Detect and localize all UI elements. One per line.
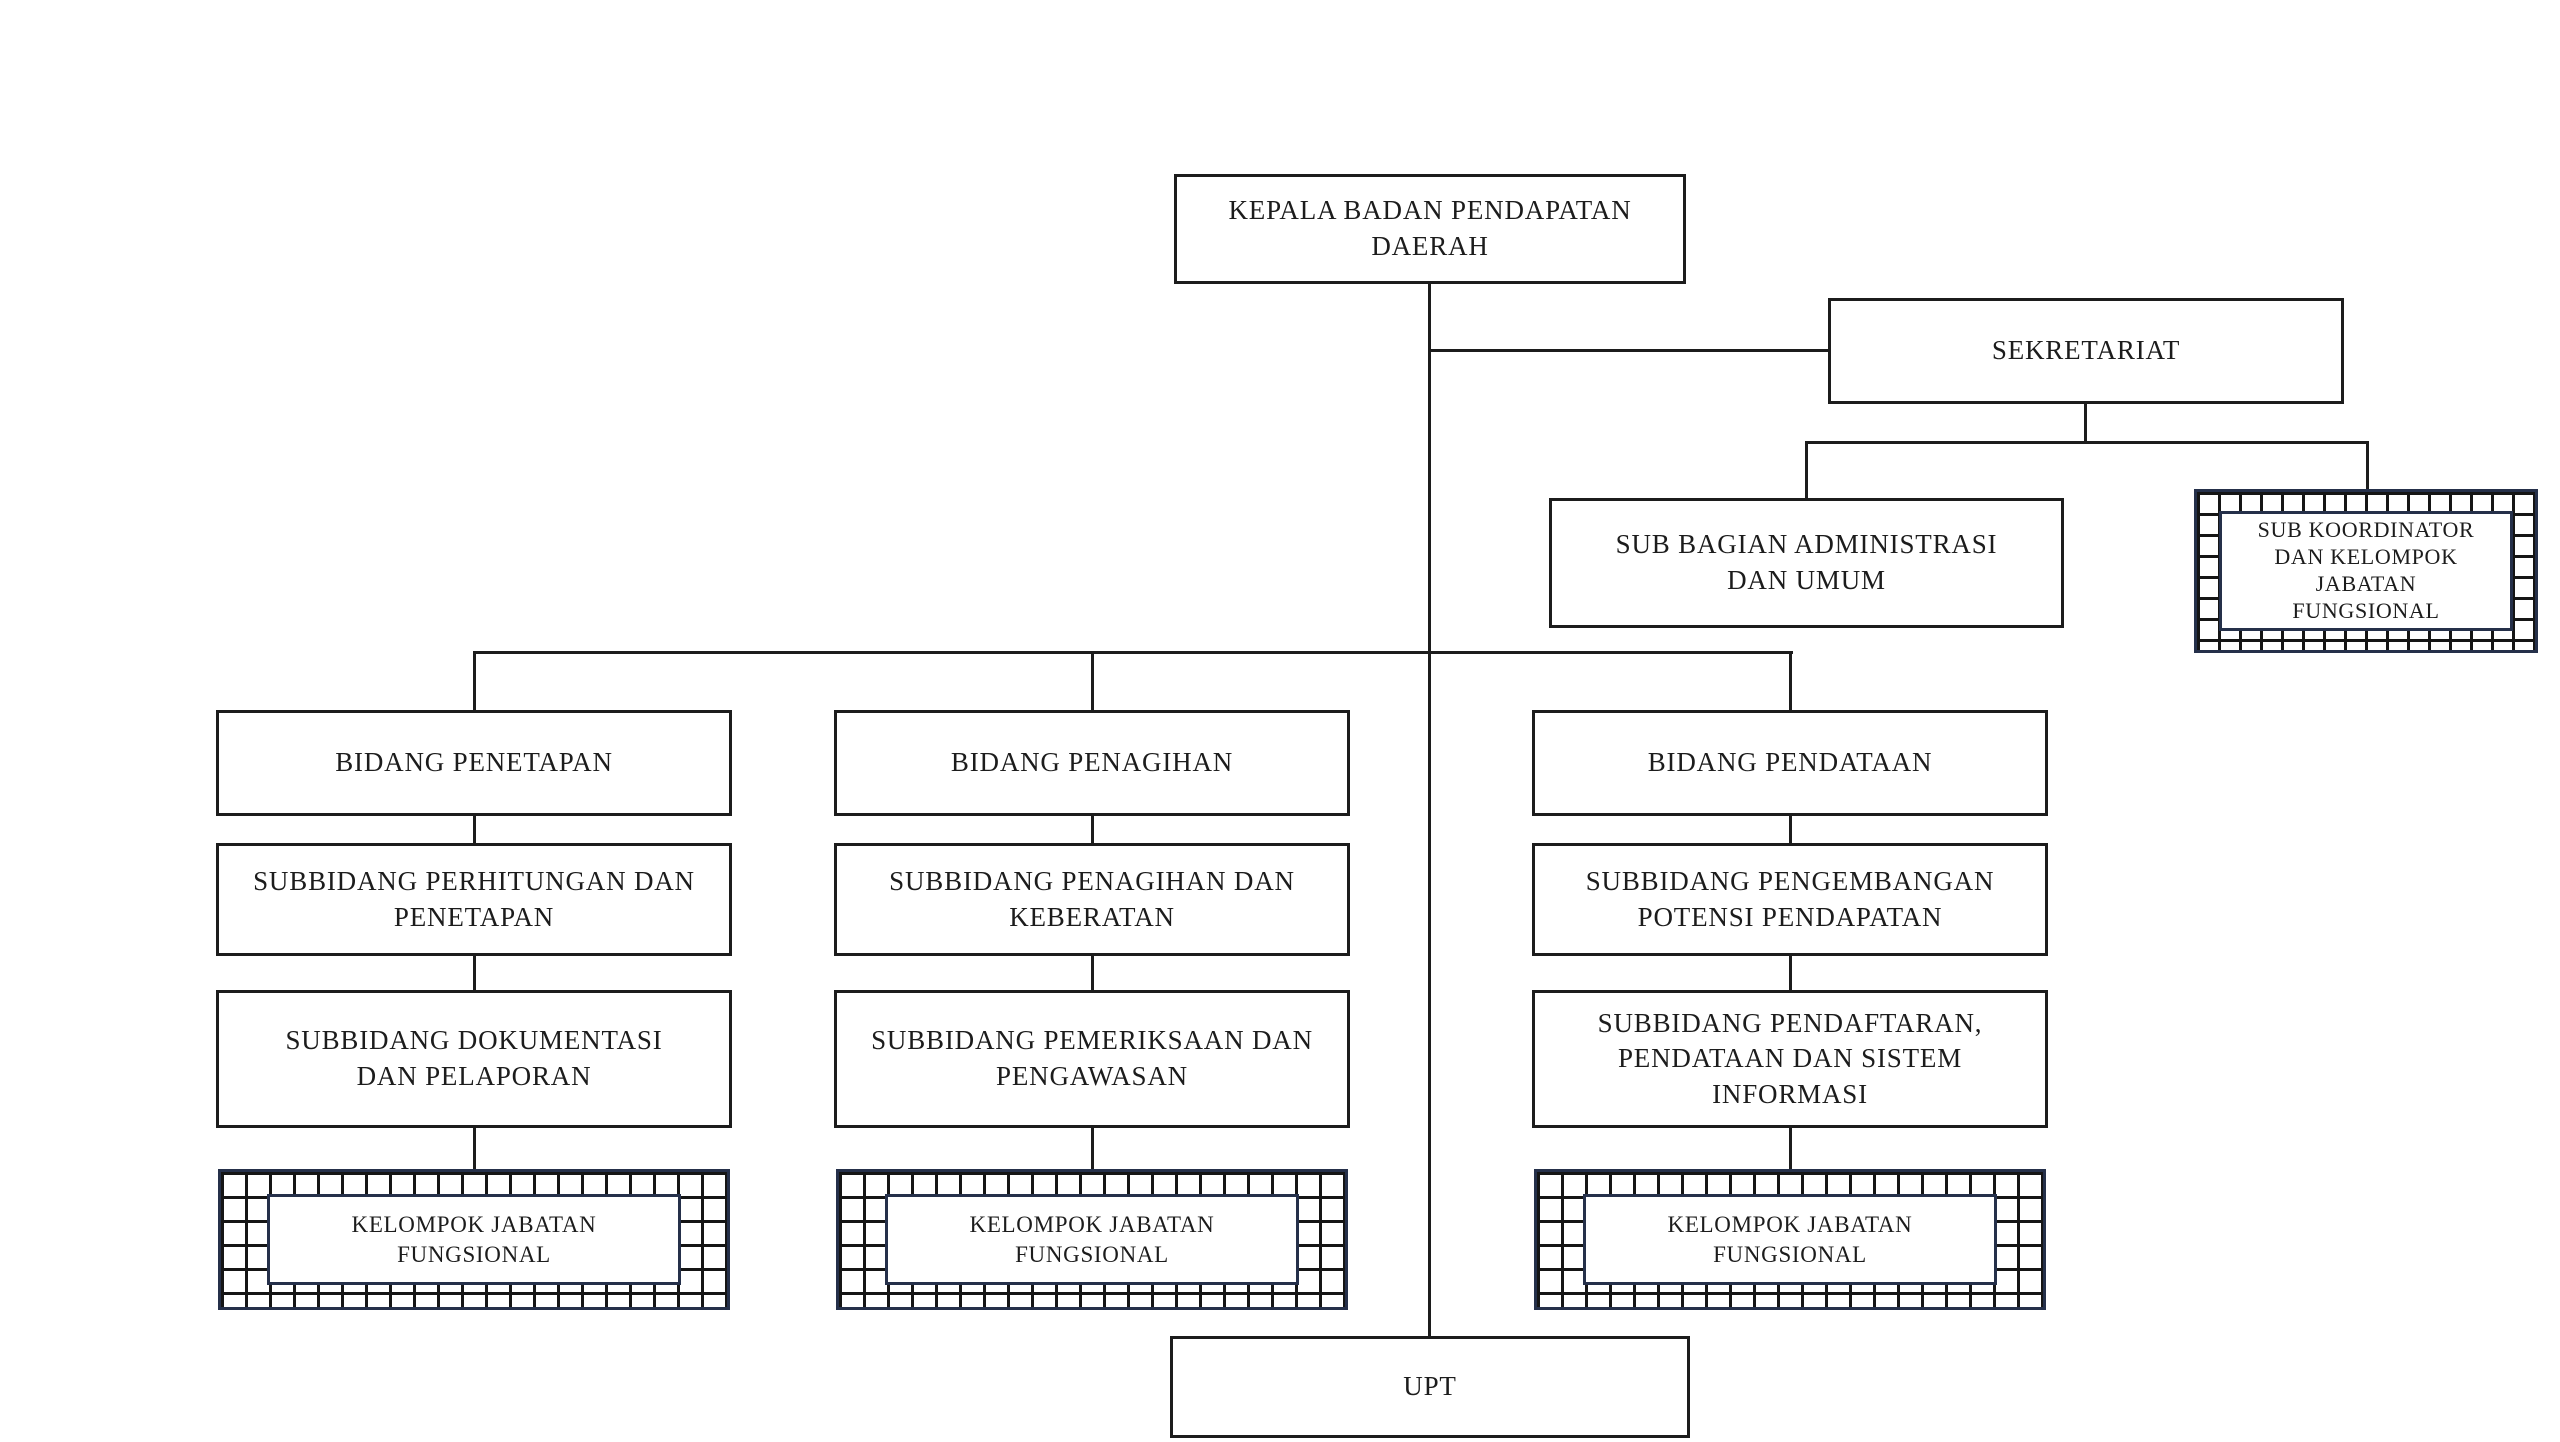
checkered-box-inner: KELOMPOK JABATAN FUNGSIONAL (885, 1194, 1299, 1285)
connector-col2-link2 (1091, 956, 1094, 990)
connector-col3-link3 (1789, 1128, 1792, 1169)
node-subbidang-dokumentasi-dan-pelaporan: SUBBIDANG DOKUMENTASI DAN PELAPORAN (216, 990, 732, 1128)
connector-drop-sub-koordinator (2366, 441, 2369, 489)
checkered-box-inner: KELOMPOK JABATAN FUNGSIONAL (267, 1194, 681, 1285)
connector-col1-link1 (473, 816, 476, 843)
node-subbidang-perhitungan-dan-penetapan: SUBBIDANG PERHITUNGAN DAN PENETAPAN (216, 843, 732, 956)
node-upt: UPT (1170, 1336, 1690, 1438)
node-label: KELOMPOK JABATAN FUNGSIONAL (1667, 1211, 1913, 1267)
connector-drop-bidang-pendataan (1789, 651, 1792, 710)
connector-sekretariat (1428, 349, 1830, 352)
connector-col1-link3 (473, 1128, 476, 1169)
node-label: SUB KOORDINATOR DAN KELOMPOK JABATAN FUN… (2257, 517, 2475, 623)
node-kelompok-jabatan-fungsional-penagihan: KELOMPOK JABATAN FUNGSIONAL (836, 1169, 1348, 1310)
connector-sekretariat-drop (2084, 404, 2087, 444)
connector-drop-sub-bagian (1805, 441, 1808, 498)
connector-bidang-branch (473, 651, 1793, 654)
node-sub-bagian-administrasi-dan-umum: SUB BAGIAN ADMINISTRASI DAN UMUM (1549, 498, 2064, 628)
node-kelompok-jabatan-fungsional-penetapan: KELOMPOK JABATAN FUNGSIONAL (218, 1169, 730, 1310)
node-bidang-penetapan: BIDANG PENETAPAN (216, 710, 732, 816)
connector-col3-link2 (1789, 956, 1792, 990)
connector-col2-link1 (1091, 816, 1094, 843)
connector-col2-link3 (1091, 1128, 1094, 1169)
connector-col1-link2 (473, 956, 476, 990)
node-subbidang-pengembangan-potensi-pendapatan: SUBBIDANG PENGEMBANGAN POTENSI PENDAPATA… (1532, 843, 2048, 956)
node-sekretariat: SEKRETARIAT (1828, 298, 2344, 404)
connector-sekretariat-children (1805, 441, 2369, 444)
node-bidang-penagihan: BIDANG PENAGIHAN (834, 710, 1350, 816)
node-kelompok-jabatan-fungsional-pendataan: KELOMPOK JABATAN FUNGSIONAL (1534, 1169, 2046, 1310)
node-subbidang-penagihan-dan-keberatan: SUBBIDANG PENAGIHAN DAN KEBERATAN (834, 843, 1350, 956)
node-sub-koordinator-dan-kelompok-jabatan-fungsional: SUB KOORDINATOR DAN KELOMPOK JABATAN FUN… (2194, 489, 2538, 653)
node-subbidang-pemeriksaan-dan-pengawasan: SUBBIDANG PEMERIKSAAN DAN PENGAWASAN (834, 990, 1350, 1128)
connector-drop-bidang-penagihan (1091, 651, 1094, 710)
connector-drop-bidang-penetapan (473, 651, 476, 710)
connector-col3-link1 (1789, 816, 1792, 843)
node-subbidang-pendaftaran-pendataan-dan-sistem-informasi: SUBBIDANG PENDAFTARAN, PENDATAAN DAN SIS… (1532, 990, 2048, 1128)
node-bidang-pendataan: BIDANG PENDATAAN (1532, 710, 2048, 816)
node-kepala-badan-pendapatan-daerah: KEPALA BADAN PENDAPATAN DAERAH (1174, 174, 1686, 284)
checkered-box-inner: KELOMPOK JABATAN FUNGSIONAL (1583, 1194, 1997, 1285)
connector-trunk (1428, 284, 1431, 1336)
node-label: KELOMPOK JABATAN FUNGSIONAL (969, 1211, 1215, 1267)
checkered-box-inner: SUB KOORDINATOR DAN KELOMPOK JABATAN FUN… (2219, 511, 2513, 631)
node-label: KELOMPOK JABATAN FUNGSIONAL (351, 1211, 597, 1267)
